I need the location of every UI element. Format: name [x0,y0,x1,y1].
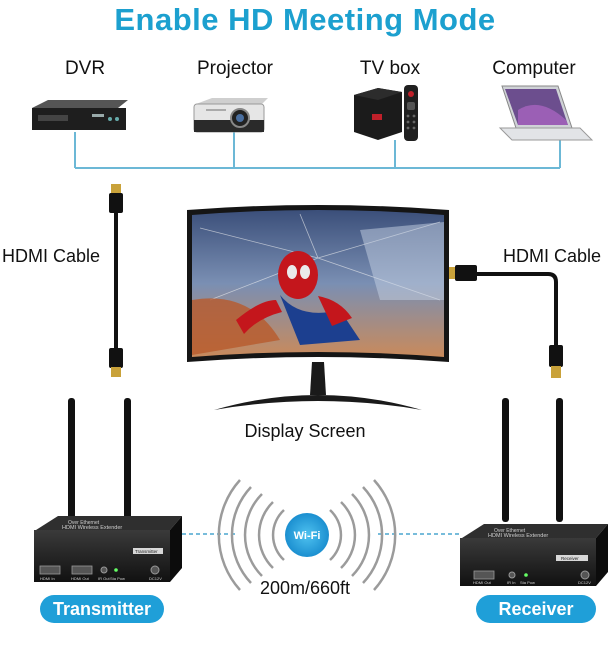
dvr-icon [32,100,128,130]
right-hdmi-cable [446,265,563,378]
receiver-device [460,398,608,586]
laptop-icon [500,86,592,140]
receiver-label: Receiver [476,595,596,623]
wifi-badge-icon [285,513,329,557]
tv-box-icon [354,85,418,141]
transmitter-device [34,398,182,582]
projector-icon [194,98,268,132]
wireless-range-label: 200m/660ft [205,578,405,599]
right-cable-label: HDMI Cable [503,246,601,267]
left-hdmi-cable [109,184,123,377]
display-screen-label: Display Screen [200,421,410,442]
transmitter-label: Transmitter [40,595,164,623]
left-cable-label: HDMI Cable [2,246,100,267]
display-screen-monitor [187,205,449,410]
source-bus-lines [75,132,560,168]
